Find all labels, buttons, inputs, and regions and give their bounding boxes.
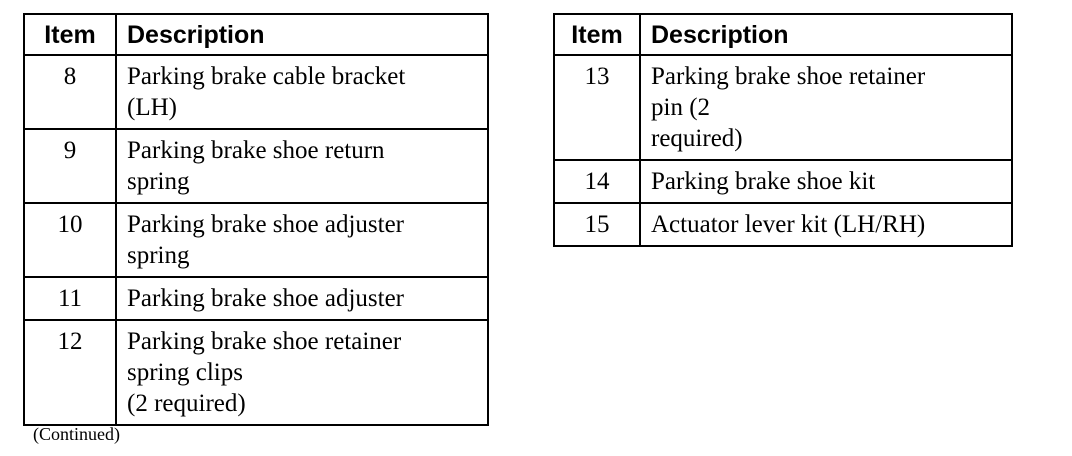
item-number: 9 [23, 128, 117, 204]
item-description: Parking brake shoe adjuster spring [115, 202, 489, 278]
description-column-header: Description [115, 13, 489, 56]
item-number: 15 [553, 202, 641, 247]
table-row: 14 Parking brake shoe kit [553, 159, 1013, 204]
item-description: Parking brake shoe adjuster [115, 276, 489, 321]
item-column-header: Item [553, 13, 641, 56]
item-number: 13 [553, 54, 641, 161]
item-description: Parking brake shoe retainer pin (2 requi… [639, 54, 1013, 161]
description-column-header: Description [639, 13, 1013, 56]
table-row: 8 Parking brake cable bracket (LH) [23, 54, 489, 130]
table-row: 15 Actuator lever kit (LH/RH) [553, 202, 1013, 247]
table-header-row: Item Description [23, 13, 489, 56]
item-number: 11 [23, 276, 117, 321]
item-number: 12 [23, 319, 117, 426]
item-description: Parking brake shoe retainer spring clips… [115, 319, 489, 426]
table-row: 9 Parking brake shoe return spring [23, 128, 489, 204]
item-description: Parking brake shoe kit [639, 159, 1013, 204]
item-number: 14 [553, 159, 641, 204]
item-description: Parking brake cable bracket (LH) [115, 54, 489, 130]
item-number: 8 [23, 54, 117, 130]
parts-table-right: Item Description 13 Parking brake shoe r… [553, 13, 1013, 247]
continued-note: (Continued) [33, 424, 120, 444]
table-row: 10 Parking brake shoe adjuster spring [23, 202, 489, 278]
parts-table-left: Item Description 8 Parking brake cable b… [23, 13, 489, 426]
item-number: 10 [23, 202, 117, 278]
table-row: 11 Parking brake shoe adjuster [23, 276, 489, 321]
item-description: Actuator lever kit (LH/RH) [639, 202, 1013, 247]
item-column-header: Item [23, 13, 117, 56]
table-header-row: Item Description [553, 13, 1013, 56]
table-row: 13 Parking brake shoe retainer pin (2 re… [553, 54, 1013, 161]
table-row: 12 Parking brake shoe retainer spring cl… [23, 319, 489, 426]
item-description: Parking brake shoe return spring [115, 128, 489, 204]
